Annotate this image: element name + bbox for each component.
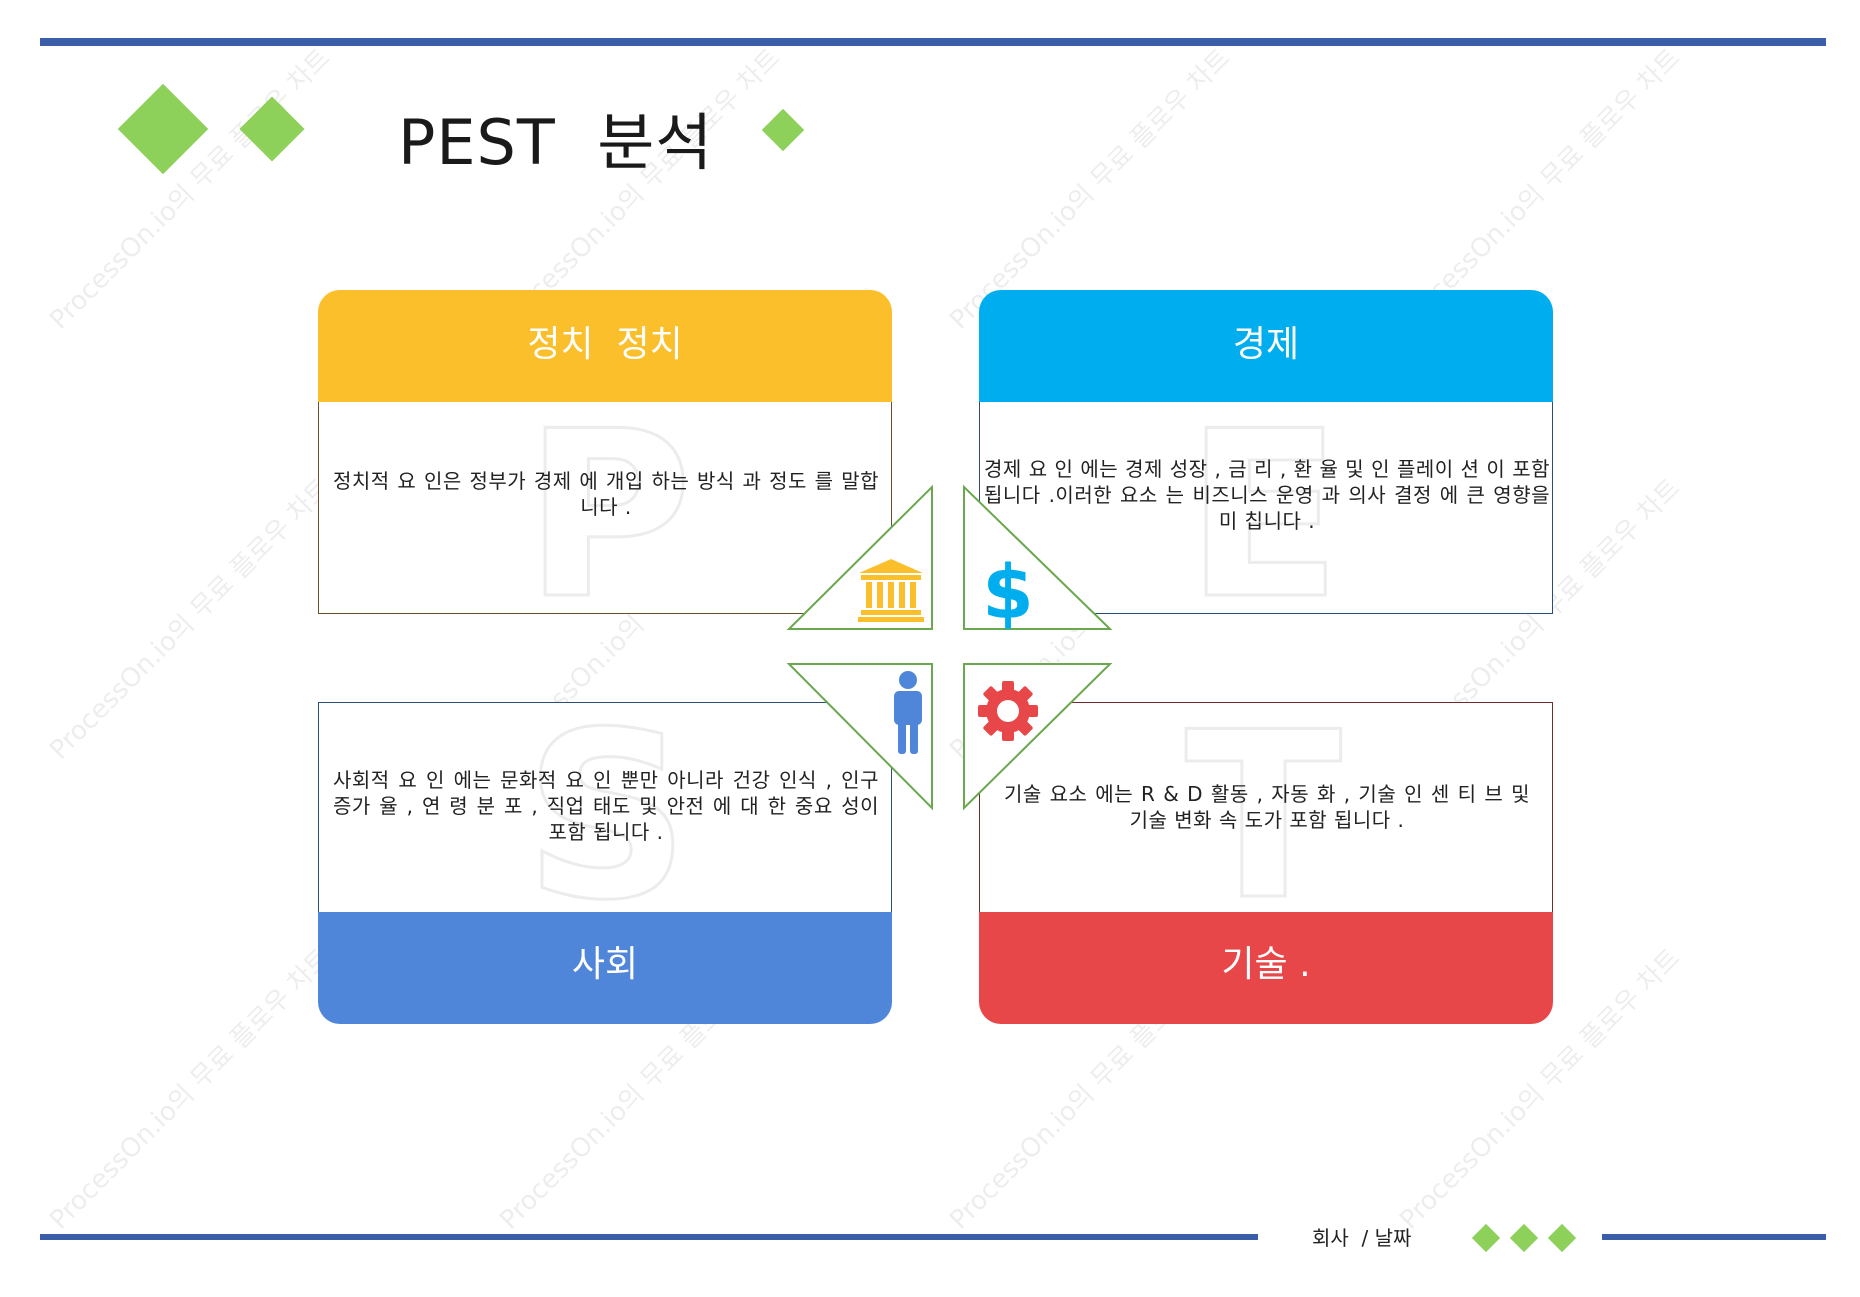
technology-card: T 기술 요소 에는 R & D 활동 , 자동 화 , 기술 인 센 티 브 … <box>979 702 1553 1024</box>
political-card: 정치 정치 P 정치적 요 인은 정부가 경제 에 개입 하는 방식 과 정도 … <box>318 290 892 614</box>
technology-card-header: 기술 . <box>979 912 1553 1024</box>
political-card-header: 정치 정치 <box>318 290 892 404</box>
footer-diamond-3 <box>1547 1223 1577 1253</box>
political-ghost-letter: P <box>523 402 695 614</box>
economic-ghost-letter: E <box>1183 402 1343 614</box>
person-icon <box>894 671 922 754</box>
economic-card-header: 경제 <box>979 290 1553 404</box>
technology-card-text: 기술 요소 에는 R & D 활동 , 자동 화 , 기술 인 센 티 브 및 … <box>1004 782 1530 832</box>
social-card-header: 사회 <box>318 912 892 1024</box>
political-card-text: 정치적 요 인은 정부가 경제 에 개입 하는 방식 과 정도 를 말합니다 . <box>333 469 879 519</box>
footer-diamond-2 <box>1509 1223 1539 1253</box>
pest-center-cluster: $ <box>786 484 1113 811</box>
footer-diamond-1 <box>1471 1223 1501 1253</box>
watermark-text: ProcessOn.io의 무료 플로우 차트 <box>44 43 337 336</box>
social-card-text: 사회적 요 인 에는 문화적 요 인 뿐만 아니라 건강 인식 , 인구 증가 … <box>333 768 879 844</box>
top-rule <box>40 38 1826 46</box>
economic-card-text: 경제 요 인 에는 경제 성장 , 금 리 , 환 율 및 인 플레이 션 이 … <box>984 457 1550 533</box>
bottom-rule-right <box>1602 1234 1826 1240</box>
bottom-rule-left <box>40 1234 1258 1240</box>
page-title: PEST 분석 <box>398 106 714 179</box>
triangle-technology <box>963 663 1113 811</box>
economic-card: 경제 E 경제 요 인 에는 경제 성장 , 금 리 , 환 율 및 인 플레이… <box>979 290 1553 614</box>
gear-icon <box>978 681 1038 741</box>
footer-company-date: 회사 / 날짜 <box>1312 1226 1412 1250</box>
dollar-sign-icon: $ <box>982 550 1034 636</box>
government-building-icon <box>858 559 924 622</box>
social-card: S 사회적 요 인 에는 문화적 요 인 뿐만 아니라 건강 인식 , 인구 증… <box>318 702 892 1024</box>
technology-ghost-letter: T <box>1184 702 1344 914</box>
triangle-economic <box>963 484 1113 630</box>
watermark-text: ProcessOn.io의 무료 플로우 차트 <box>44 473 337 766</box>
political-card-body: P 정치적 요 인은 정부가 경제 에 개입 하는 방식 과 정도 를 말합니다… <box>318 402 892 614</box>
header-diamond-small <box>761 108 805 152</box>
svg-text:$: $ <box>982 550 1034 636</box>
social-ghost-letter: S <box>523 702 692 914</box>
triangle-political <box>786 484 933 630</box>
economic-card-body: E 경제 요 인 에는 경제 성장 , 금 리 , 환 율 및 인 플레이 션 … <box>979 402 1553 614</box>
technology-card-body: T 기술 요소 에는 R & D 활동 , 자동 화 , 기술 인 센 티 브 … <box>979 702 1553 914</box>
watermark-text: ProcessOn.io의 무료 플로우 차트 <box>44 943 337 1236</box>
social-card-body: S 사회적 요 인 에는 문화적 요 인 뿐만 아니라 건강 인식 , 인구 증… <box>318 702 892 914</box>
